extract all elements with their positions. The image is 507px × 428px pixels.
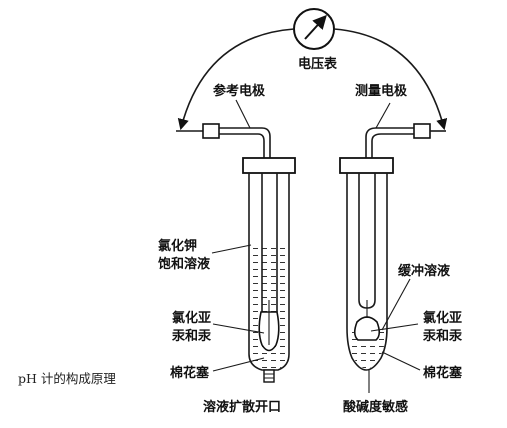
calomel-left-label-line1: 氯化亚: [172, 310, 211, 326]
leaders-right: [368, 102, 421, 393]
calomel-left-label-line2: 汞和汞: [172, 328, 212, 344]
measuring-electrode: [339, 123, 446, 371]
cap-left: [242, 157, 296, 174]
wire-to-measuring: [333, 28, 448, 131]
calomel-right-label-line1: 氯化亚: [423, 310, 462, 326]
measuring-electrode-label: 测量电极: [355, 83, 408, 99]
wire-to-reference: [177, 28, 295, 131]
cotton-plug-right-label: 棉花塞: [423, 365, 463, 381]
acid-base-membrane-label: 酸碱度敏感: [343, 399, 408, 415]
calomel-bulb-right: [353, 316, 381, 341]
kcl-label-line2: 饱和溶液: [157, 256, 210, 272]
voltmeter-label: 电压表: [298, 56, 338, 72]
connector-left: [202, 123, 220, 139]
figure-caption: pH 计的构成原理: [18, 371, 116, 386]
buffer-solution-label: 缓冲溶液: [398, 263, 450, 279]
reference-electrode-label: 参考电极: [213, 83, 266, 99]
cotton-plug-left-label: 棉花塞: [170, 365, 210, 381]
diffusion-opening-label: 溶液扩散开口: [203, 399, 281, 415]
leaders-left: [211, 99, 265, 372]
voltmeter: [177, 8, 448, 131]
voltmeter-needle-icon: [304, 14, 327, 40]
cap-right: [339, 157, 394, 174]
kcl-label-line1: 氯化钾: [158, 238, 197, 254]
calomel-right-label-line2: 汞和汞: [423, 328, 463, 344]
reference-electrode: [176, 123, 296, 383]
connector-right: [413, 123, 431, 139]
diffusion-opening-icon: [263, 369, 275, 383]
